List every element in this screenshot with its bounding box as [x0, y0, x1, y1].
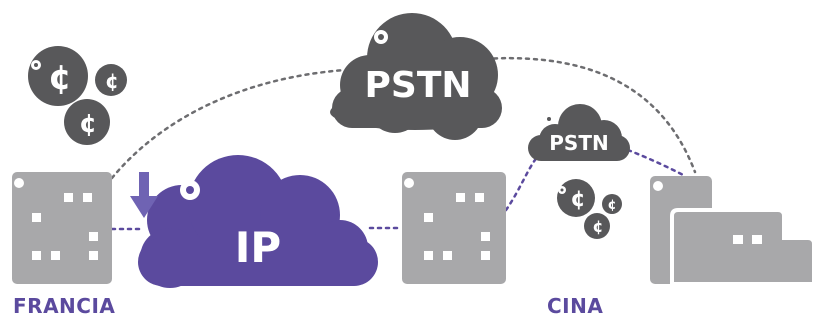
pstn-large-label: PSTN [365, 65, 472, 106]
cent-coin-icon: ¢ [557, 179, 595, 217]
left-country-label: FRANCIA [13, 294, 116, 318]
cent-coin-icon: ¢ [95, 64, 127, 96]
coin-symbol: ¢ [570, 187, 585, 212]
line-small-pstn-to-right-building [626, 148, 687, 178]
pstn-small-label: PSTN [549, 131, 608, 155]
cent-coin-icon: ¢ [602, 194, 622, 214]
line-middle-to-small-pstn [504, 154, 540, 212]
cent-coin-icon: ¢ [28, 46, 88, 106]
coin-symbol: ¢ [48, 58, 72, 98]
coin-symbol: ¢ [592, 217, 603, 236]
pstn-cloud-large [330, 13, 502, 140]
connection-lines [110, 56, 697, 231]
coin-symbol: ¢ [79, 109, 97, 139]
coin-symbol: ¢ [105, 69, 119, 93]
middle-building-icon [402, 172, 506, 284]
ip-cloud [138, 155, 378, 288]
coin-symbol: ¢ [607, 198, 616, 213]
ip-label: IP [235, 223, 281, 272]
right-country-label: CINA [547, 294, 604, 318]
line-pstn-to-right-building [468, 56, 697, 174]
cent-coin-icon: ¢ [584, 213, 610, 239]
arrow-down-icon [130, 172, 158, 218]
line-francia-to-pstn [110, 68, 347, 180]
pstn-cloud-small [528, 104, 630, 161]
cent-coin-icon: ¢ [64, 99, 110, 145]
left-building-icon [12, 172, 112, 284]
right-building-icon [650, 176, 814, 286]
